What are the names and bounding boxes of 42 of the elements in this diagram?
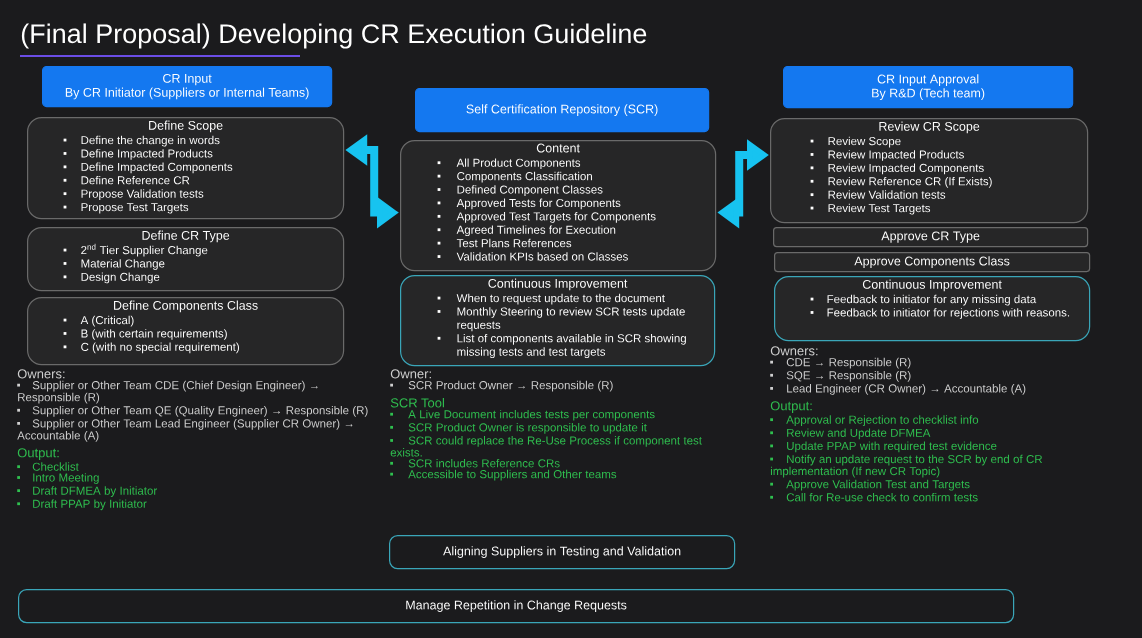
list-item: Intro Meeting bbox=[17, 473, 99, 484]
header-box: Self Certification Repository (SCR) bbox=[415, 88, 710, 133]
title: (Final Proposal) Developing CR Execution Guideline bbox=[21, 23, 647, 49]
list-item: Update PPAP with required test evidence bbox=[770, 441, 997, 453]
improvement-box: Continuous Improvement When to request update to the document Monthly Steering to review SCR tests update requests List of components available in SCR showing missing tests and test targets bbox=[400, 275, 716, 367]
list-item: Supplier or Other Team QE (Quality Engineer) → Responsible (R) bbox=[17, 405, 368, 417]
header-box: CR Input By CR Initiator (Suppliers or Internal Teams) bbox=[42, 66, 333, 108]
list-item: Supplier or Other Team Lead Engineer (Supplier CR Owner) → Accountable (A) bbox=[17, 419, 353, 442]
list-item: Call for Re-use check to confirm tests bbox=[770, 492, 978, 502]
section-heading: Owner: bbox=[390, 369, 431, 379]
section-heading: Owners: bbox=[17, 369, 65, 379]
list-item: CDE → Responsible (R) bbox=[770, 357, 911, 369]
process-box: Approve Components Class bbox=[774, 252, 1091, 273]
process-box: Define Scope Define the change in words Define Impacted Products Define Impacted Components Define Reference CR Propose Validation tests Propose Test Targets bbox=[27, 117, 345, 220]
list-item: Review and Update DFMEA bbox=[770, 428, 931, 440]
process-box: Define Components Class A (Critical) B (with certain requirements) C (with no special requirement) bbox=[27, 297, 345, 366]
list-item: Draft DFMEA by Initiator bbox=[17, 486, 158, 497]
process-box: Review CR Scope Review Scope Review Impacted Products Review Impacted Components Review Reference CR (If Exists) Review Validation tests Review Test Targets bbox=[770, 118, 1089, 224]
improvement-box: Continuous Improvement Feedback to initiator for any missing data Feedback to initiator for rejections with reasons. bbox=[774, 276, 1091, 342]
list-item: Approve Validation Test and Targets bbox=[770, 479, 970, 491]
list-item: SCR Product Owner is responsible to update it bbox=[390, 423, 647, 434]
list-item: Supplier or Other Team CDE (Chief Design Engineer) → Responsible (R) bbox=[17, 380, 318, 404]
banner-box: Aligning Suppliers in Testing and Validation bbox=[389, 535, 736, 570]
list-item: Lead Engineer (CR Owner) → Accountable (A) bbox=[770, 384, 1026, 395]
list-item: SCR includes Reference CRs bbox=[390, 458, 560, 468]
process-box: Approve CR Type bbox=[773, 227, 1089, 248]
section-heading: Output: bbox=[770, 401, 812, 413]
list-item: SQE → Responsible (R) bbox=[770, 370, 911, 382]
list-item: Draft PPAP by Initiator bbox=[17, 499, 147, 511]
header-box: CR Input Approval By R&D (Tech team) bbox=[783, 66, 1074, 109]
list-item: SCR Product Owner → Responsible (R) bbox=[390, 380, 613, 392]
banner-box: Manage Repetition in Change Requests bbox=[18, 589, 1015, 624]
process-box: Define CR Type 2$^{nd}$ Tier Supplier Change Material Change Design Change bbox=[27, 227, 345, 292]
list-item: Accessible to Suppliers and Other teams bbox=[390, 469, 617, 481]
process-box: Content All Product Components Components Classification Defined Component Classes Approved Tests for Components Approved Test Targets for Components Agreed Timelines for Execution Test Plans References Validation KPIs based on Classes bbox=[400, 140, 717, 272]
list-item: A Live Document includes tests per components bbox=[390, 409, 655, 421]
list-item: Approval or Rejection to checklist info bbox=[770, 415, 979, 427]
list-item: Notify an update request to the SCR by end of CR implementation (If new CR Topic) bbox=[770, 454, 1043, 478]
list-item: SCR could replace the Re-Use Process if component test exists. bbox=[390, 436, 702, 457]
section-heading: SCR Tool bbox=[390, 397, 444, 408]
list-item: Checklist bbox=[17, 462, 79, 471]
section-heading: Output: bbox=[17, 448, 59, 460]
